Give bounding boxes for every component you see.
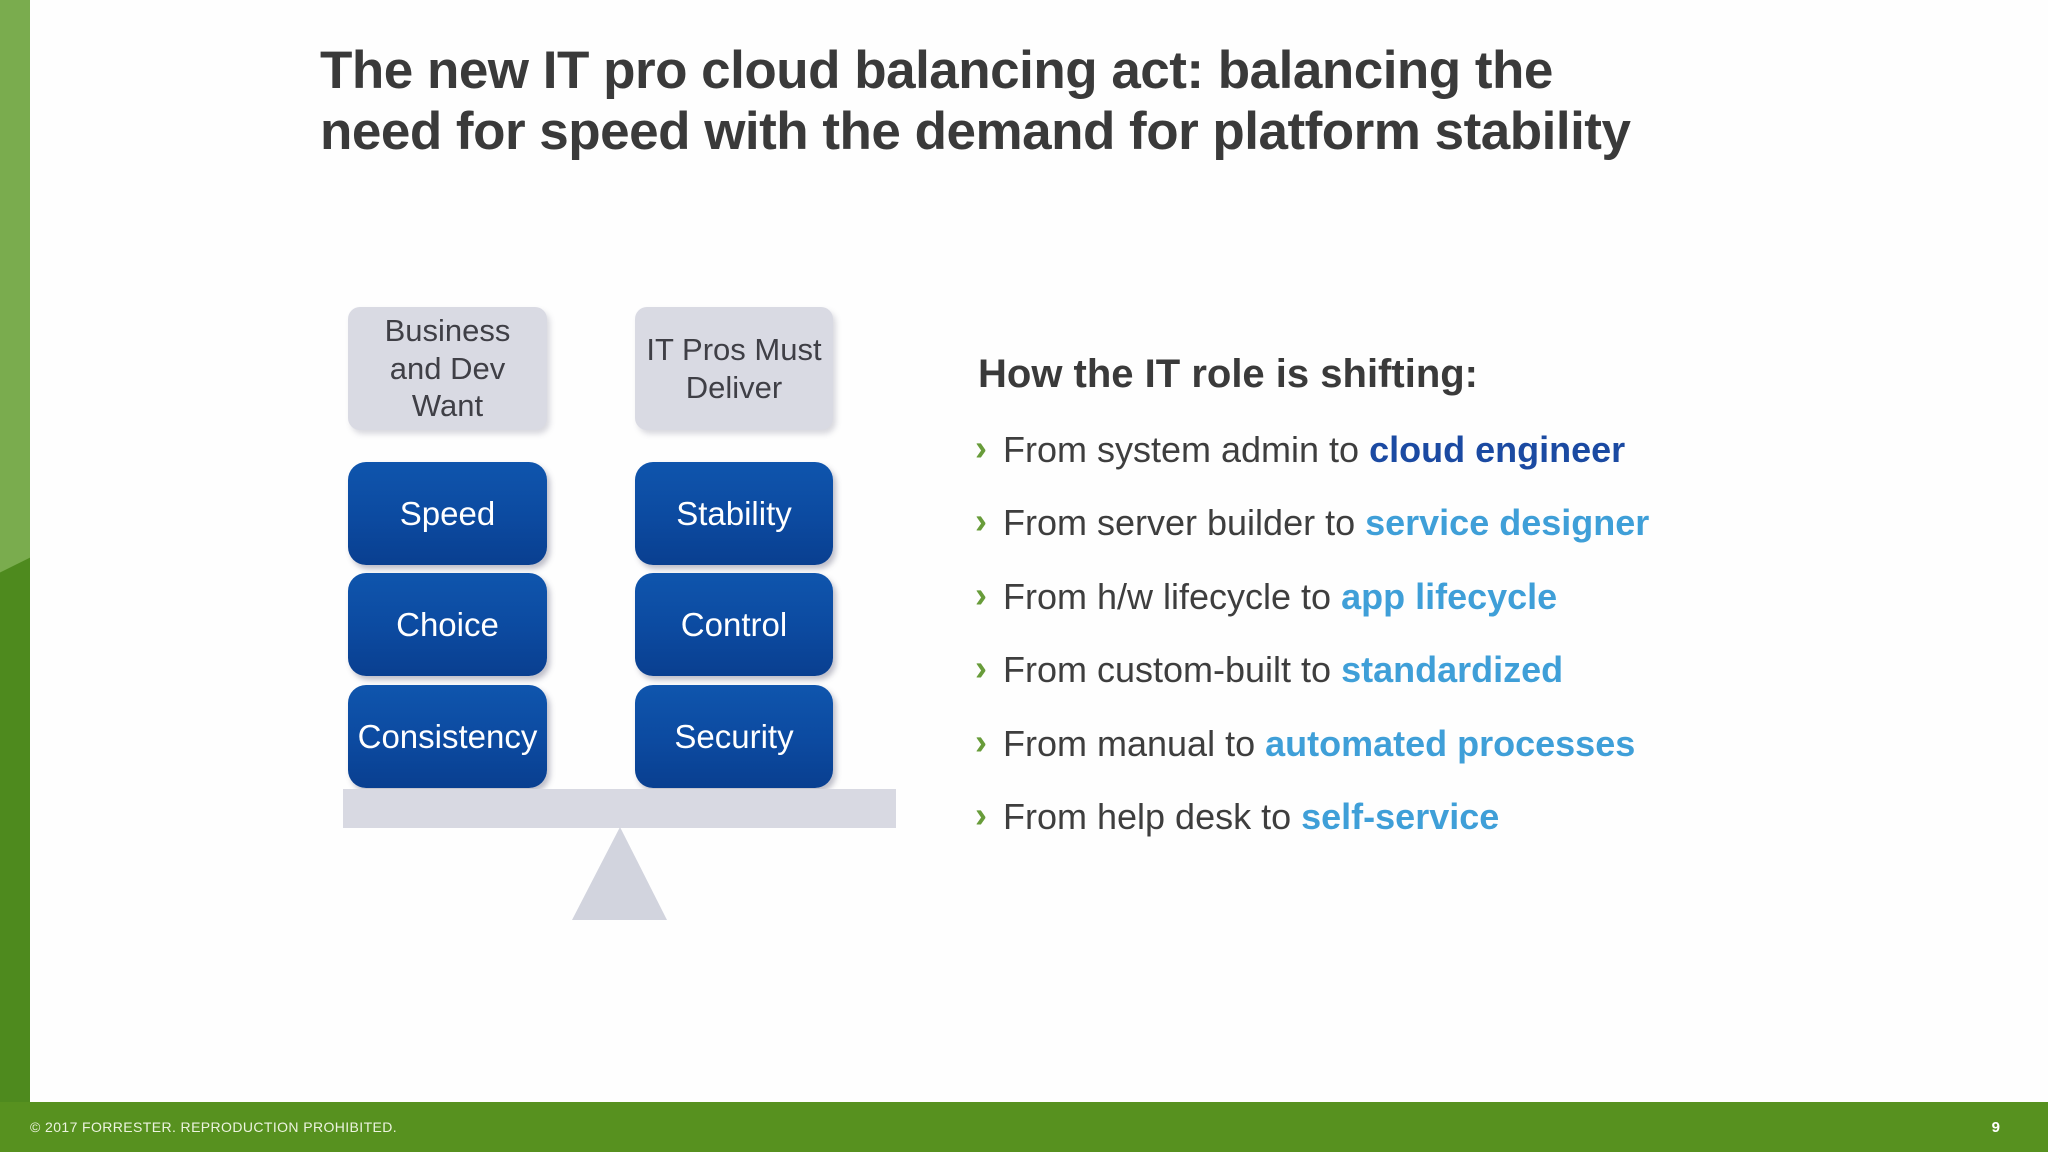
left-accent-bar-light-segment xyxy=(0,0,30,573)
chevron-bullet-icon: › xyxy=(975,500,987,542)
shift-item-text: From server builder to service designer xyxy=(1003,502,1649,544)
chevron-bullet-icon: › xyxy=(975,573,987,615)
header-box-it-pros: IT Pros Must Deliver xyxy=(635,307,833,430)
copyright-text: © 2017 FORRESTER. REPRODUCTION PROHIBITE… xyxy=(30,1119,398,1135)
shift-item-prefix: From system admin to xyxy=(1003,428,1370,470)
footer-bar: © 2017 FORRESTER. REPRODUCTION PROHIBITE… xyxy=(0,1102,2048,1152)
shift-list-item: › From system admin to cloud engineer xyxy=(975,413,1649,487)
slide-title-line-2: need for speed with the demand for platf… xyxy=(320,102,1631,161)
shift-item-text: From system admin to cloud engineer xyxy=(1003,429,1625,471)
diagram-box-control: Control xyxy=(635,573,833,676)
shift-item-text: From manual to automated processes xyxy=(1003,723,1635,765)
shift-list-item: › From h/w lifecycle to app lifecycle xyxy=(975,560,1649,634)
page-number: 9 xyxy=(1991,1118,2000,1136)
shift-item-prefix: From manual to xyxy=(1003,722,1266,764)
balance-beam xyxy=(343,789,896,828)
diagram-box-speed: Speed xyxy=(348,462,547,565)
shift-list: › From system admin to cloud engineer › … xyxy=(975,413,1649,854)
shift-item-text: From help desk to self-service xyxy=(1003,796,1499,838)
shift-list-item: › From custom-built to standardized xyxy=(975,634,1649,708)
shift-list-item: › From manual to automated processes xyxy=(975,707,1649,781)
chevron-bullet-icon: › xyxy=(975,720,987,762)
shift-item-highlight: app lifecycle xyxy=(1341,575,1558,617)
slide-title: The new IT pro cloud balancing act: bala… xyxy=(320,40,1800,162)
shift-list-item: › From server builder to service designe… xyxy=(975,487,1649,561)
chevron-bullet-icon: › xyxy=(975,426,987,468)
diagram-box-security: Security xyxy=(635,685,833,788)
diagram-box-consistency: Consistency xyxy=(348,685,547,788)
shift-item-highlight: service designer xyxy=(1365,502,1650,544)
shift-item-highlight: self-service xyxy=(1301,796,1500,838)
shift-item-prefix: From server builder to xyxy=(1003,502,1366,544)
shift-item-highlight: cloud engineer xyxy=(1369,428,1626,470)
shift-item-text: From custom-built to standardized xyxy=(1003,649,1563,691)
diagram-box-choice: Choice xyxy=(348,573,547,676)
shift-list-item: › From help desk to self-service xyxy=(975,781,1649,855)
header-box-business-dev: Business and Dev Want xyxy=(348,307,547,430)
shift-item-highlight: standardized xyxy=(1341,649,1564,691)
left-accent-bar xyxy=(0,0,30,1152)
diagram-box-stability: Stability xyxy=(635,462,833,565)
shift-list-heading: How the IT role is shifting: xyxy=(978,352,1478,396)
chevron-bullet-icon: › xyxy=(975,794,987,836)
shift-item-prefix: From help desk to xyxy=(1003,796,1302,838)
shift-item-prefix: From h/w lifecycle to xyxy=(1003,575,1342,617)
shift-item-prefix: From custom-built to xyxy=(1003,649,1342,691)
fulcrum-triangle-icon xyxy=(572,827,667,920)
shift-item-highlight: automated processes xyxy=(1265,722,1636,764)
shift-item-text: From h/w lifecycle to app lifecycle xyxy=(1003,576,1557,618)
slide-title-line-1: The new IT pro cloud balancing act: bala… xyxy=(320,41,1553,100)
chevron-bullet-icon: › xyxy=(975,647,987,689)
